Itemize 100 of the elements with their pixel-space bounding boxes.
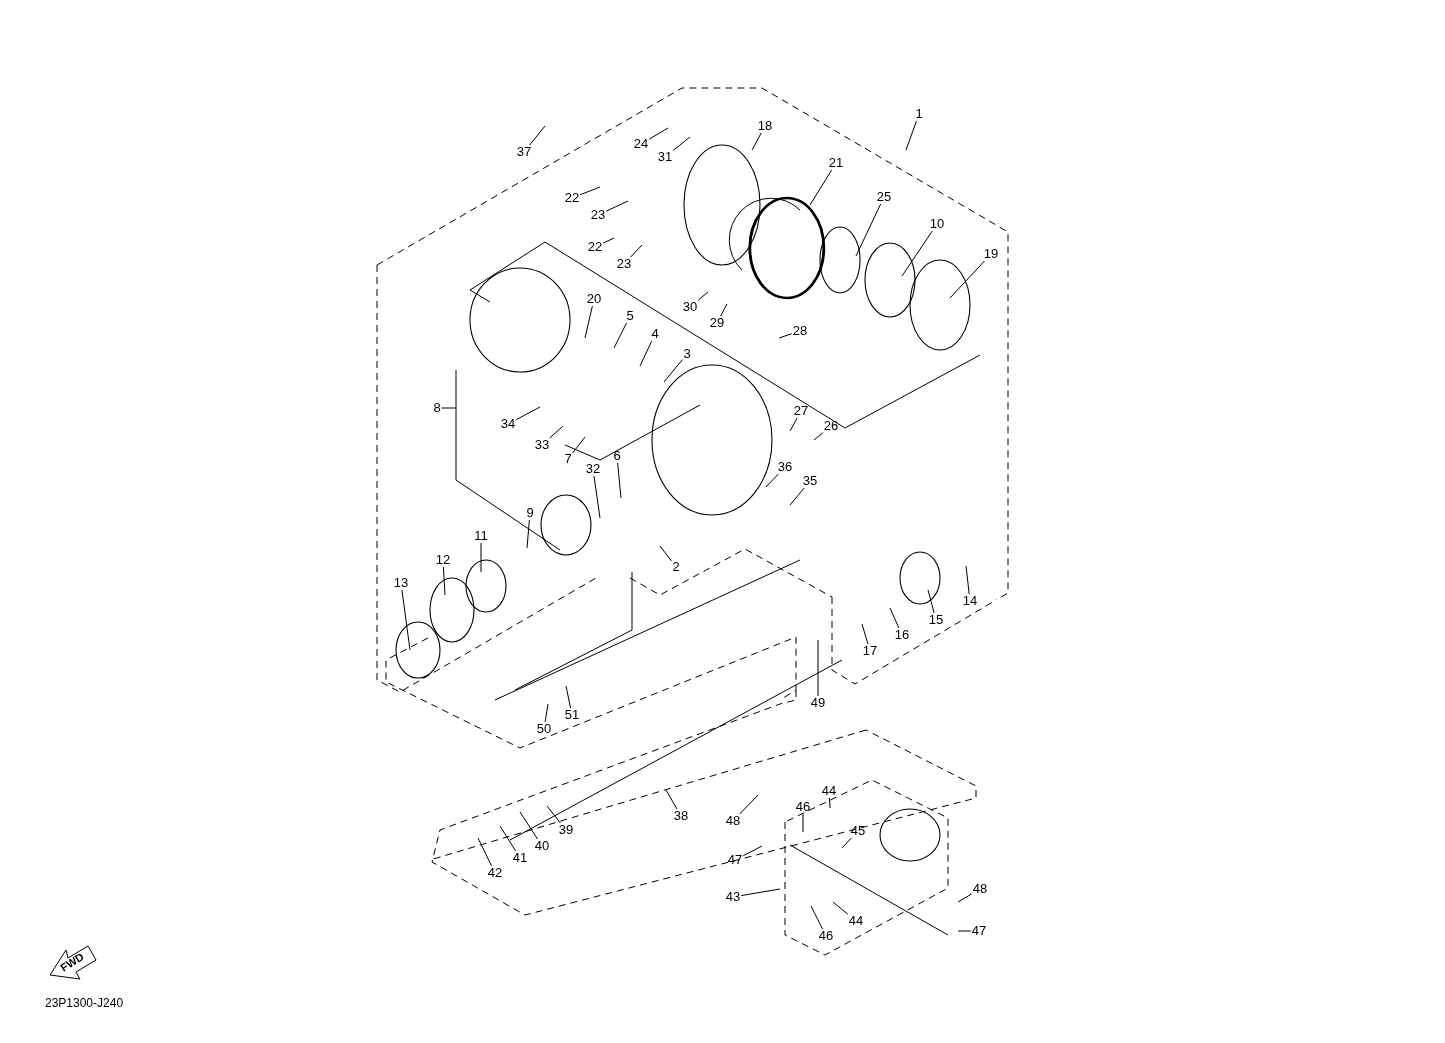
callout-number: 44 [847, 914, 865, 928]
leader-line [480, 542, 482, 573]
leader-line [765, 473, 779, 488]
callout-number: 41 [511, 851, 529, 865]
callout-number: 43 [724, 890, 742, 904]
callout-number: 34 [499, 417, 517, 431]
leader-line [889, 607, 900, 629]
callout-number: 32 [584, 462, 602, 476]
leader-line [663, 359, 683, 383]
callout-number: 36 [776, 460, 794, 474]
leader-line [697, 291, 709, 301]
callout-number: 16 [893, 628, 911, 642]
leader-line [544, 703, 549, 723]
leader-line [778, 333, 793, 339]
leader-line [477, 837, 493, 867]
callout-number: 22 [563, 191, 581, 205]
leader-line [751, 132, 762, 151]
callout-number: 6 [612, 449, 622, 463]
callout-number: 50 [535, 722, 553, 736]
callout-number: 44 [820, 784, 838, 798]
leader-line [802, 813, 804, 833]
callout-number: 22 [586, 240, 604, 254]
callout-number: 17 [861, 644, 879, 658]
leader-line [905, 120, 917, 151]
callout-number: 31 [656, 150, 674, 164]
leader-line [617, 462, 622, 499]
leader-line [593, 475, 601, 519]
leader-line [665, 789, 678, 810]
callout-number: 47 [970, 924, 988, 938]
callout-number: 28 [791, 324, 809, 338]
callout-number: 13 [392, 576, 410, 590]
callout-number: 39 [557, 823, 575, 837]
leader-line [789, 417, 798, 432]
leader-line [855, 203, 882, 257]
leader-line [526, 519, 530, 549]
callout-number: 1 [914, 107, 924, 121]
callout-number: 48 [971, 882, 989, 896]
callout-number: 24 [632, 137, 650, 151]
leader-line [957, 893, 973, 903]
leader-line [579, 186, 601, 196]
callout-number: 51 [563, 708, 581, 722]
callout-number: 45 [849, 824, 867, 838]
leader-line [442, 566, 446, 596]
callout-number: 27 [792, 404, 810, 418]
leader-line [565, 685, 572, 709]
leader-line [519, 811, 538, 840]
callout-number: 18 [756, 119, 774, 133]
callout-number: 7 [563, 452, 573, 466]
callout-number: 42 [486, 866, 504, 880]
callout-number: 29 [708, 316, 726, 330]
callout-number: 40 [533, 839, 551, 853]
leader-line [901, 230, 933, 277]
leader-line [810, 905, 823, 930]
callout-number: 12 [434, 553, 452, 567]
leader-line [605, 200, 629, 212]
leader-line [659, 545, 672, 562]
drawing-code: 23P1300-J240 [45, 996, 124, 1010]
callout-number: 26 [822, 419, 840, 433]
callout-number: 46 [817, 929, 835, 943]
leader-line [789, 487, 805, 506]
leader-line [832, 901, 849, 915]
callout-number: 14 [961, 594, 979, 608]
leader-line [720, 303, 728, 317]
callout-number: 9 [525, 506, 535, 520]
callout-number: 37 [515, 145, 533, 159]
callout-number: 23 [615, 257, 633, 271]
callout-number: 4 [650, 327, 660, 341]
leader-line [602, 237, 615, 244]
callout-number: 19 [982, 247, 1000, 261]
callout-number: 30 [681, 300, 699, 314]
leader-line [648, 127, 669, 140]
callout-number: 21 [827, 156, 845, 170]
leader-line [572, 436, 586, 454]
callout-number: 15 [927, 613, 945, 627]
callout-number: 2 [671, 560, 681, 574]
leader-line [672, 136, 691, 151]
leader-line [965, 565, 970, 595]
leader-line [927, 589, 935, 614]
leader-line [499, 825, 517, 852]
callout-number: 20 [585, 292, 603, 306]
leader-line [613, 322, 627, 349]
callout-number: 10 [928, 217, 946, 231]
callout-number: 3 [682, 347, 692, 361]
callout-number: 35 [801, 474, 819, 488]
leader-line [529, 125, 546, 146]
leader-line [401, 589, 411, 651]
leader-line [630, 244, 643, 258]
callout-number: 23 [589, 208, 607, 222]
callout-number: 11 [473, 529, 489, 543]
leader-line [515, 406, 541, 421]
leader-line [584, 305, 593, 339]
leader-line [828, 797, 831, 809]
leader-line [841, 837, 852, 849]
callout-number: 5 [625, 309, 635, 323]
callout-number: 48 [724, 814, 742, 828]
callout-number: 49 [809, 696, 827, 710]
callout-number: 38 [672, 809, 690, 823]
leader-line [813, 432, 824, 441]
callout-number: 33 [533, 438, 551, 452]
leader-line [739, 794, 759, 815]
